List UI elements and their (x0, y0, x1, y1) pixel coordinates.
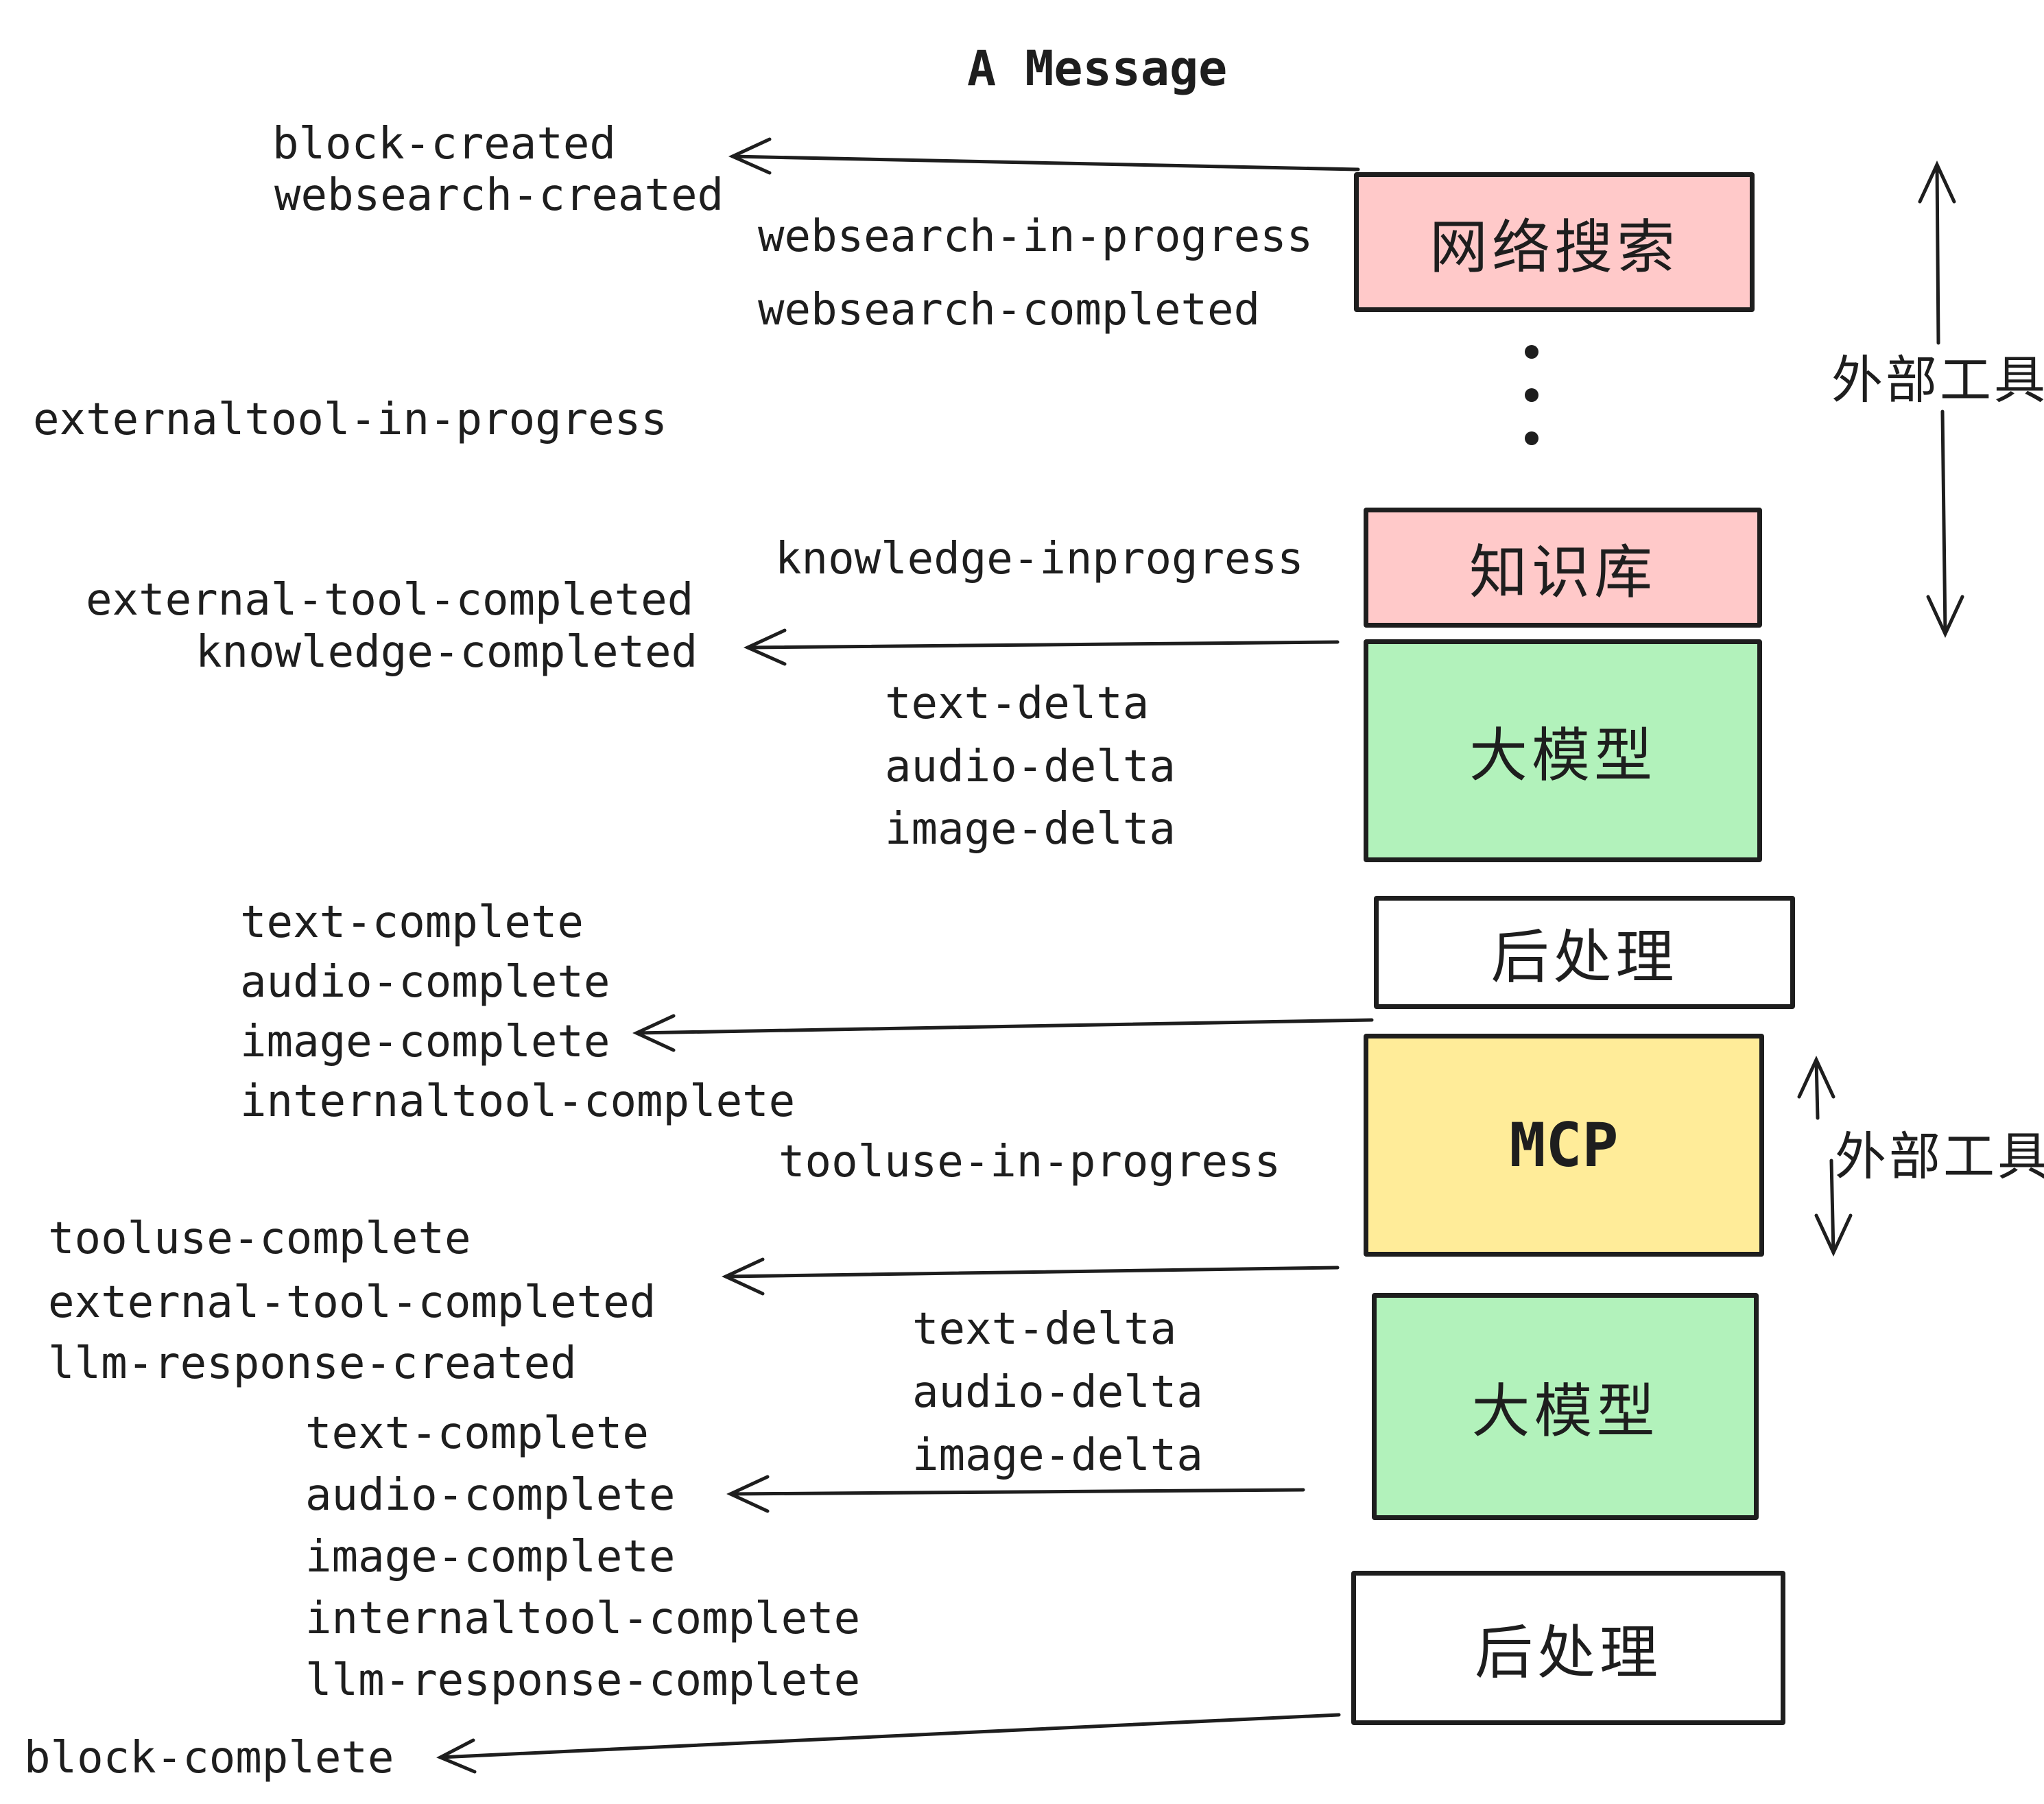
event-websearch-in-progress: websearch-in-progress (758, 211, 1314, 262)
event-audio-complete-1: audio-complete (240, 957, 610, 1008)
box-postprocess-1-label: 后处理 (1490, 924, 1678, 992)
event-knowledge-inprogress: knowledge-inprogress (775, 534, 1304, 584)
event-llm-response-created: llm-response-created (48, 1338, 577, 1389)
event-text-complete-2: text-complete (305, 1408, 649, 1459)
arrow-block-complete (436, 1713, 1341, 1774)
event-text-complete-1: text-complete (240, 897, 584, 948)
external-tools-arrow-down-2 (1814, 1159, 1853, 1257)
event-image-complete-1: image-complete (240, 1017, 610, 1067)
event-audio-delta-1: audio-delta (885, 741, 1176, 792)
event-websearch-created: websearch-created (274, 170, 724, 221)
event-audio-delta-2: audio-delta (912, 1367, 1203, 1418)
arrow-block-created (728, 137, 1360, 175)
external-tools-label-1: 外部工具 (1831, 350, 2044, 410)
event-tooluse-complete: tooluse-complete (48, 1213, 471, 1264)
box-llm-1: 大模型 (1364, 639, 1762, 862)
box-mcp-label: MCP (1509, 1110, 1619, 1180)
box-mcp: MCP (1364, 1034, 1764, 1257)
event-image-complete-2: image-complete (305, 1532, 676, 1582)
box-knowledge: 知识库 (1364, 508, 1762, 628)
box-websearch-label: 网络搜索 (1429, 213, 1679, 282)
arrow-knowledge-completed (743, 628, 1340, 666)
event-knowledge-completed: knowledge-completed (195, 627, 698, 678)
arrow-tooluse-complete (722, 1257, 1340, 1296)
box-llm-2: 大模型 (1372, 1293, 1759, 1520)
diagram-title: A Message (967, 40, 1228, 97)
event-image-delta-1: image-delta (885, 804, 1176, 855)
external-tools-arrow-up-1 (1918, 161, 1956, 345)
event-internaltool-complete-2: internaltool-complete (305, 1593, 861, 1644)
box-knowledge-label: 知识库 (1469, 539, 1656, 607)
event-internaltool-complete-1: internaltool-complete (240, 1076, 796, 1127)
event-externaltool-in-progress: externaltool-in-progress (33, 394, 667, 445)
event-audio-complete-2: audio-complete (305, 1470, 676, 1521)
event-image-delta-2: image-delta (912, 1430, 1203, 1481)
ellipsis-dots (1525, 345, 1538, 445)
event-websearch-completed: websearch-completed (758, 285, 1261, 335)
external-tools-arrow-up-2 (1797, 1056, 1835, 1120)
event-block-created: block-created (272, 119, 616, 169)
box-websearch: 网络搜索 (1354, 172, 1755, 312)
external-tools-label-2: 外部工具 (1835, 1126, 2044, 1187)
event-tooluse-in-progress: tooluse-in-progress (779, 1137, 1281, 1187)
arrow-audio-complete (726, 1475, 1305, 1513)
event-block-complete: block-complete (24, 1733, 394, 1783)
box-postprocess-1: 后处理 (1374, 896, 1795, 1009)
arrow-image-complete (632, 1014, 1374, 1052)
event-text-delta-1: text-delta (885, 678, 1150, 729)
box-postprocess-2: 后处理 (1351, 1571, 1785, 1725)
box-llm-1-label: 大模型 (1469, 722, 1656, 790)
event-text-delta-2: text-delta (912, 1304, 1177, 1355)
box-postprocess-2-label: 后处理 (1474, 1619, 1662, 1687)
event-external-tool-completed-1: external-tool-completed (86, 575, 694, 626)
box-llm-2-label: 大模型 (1471, 1378, 1659, 1446)
event-external-tool-completed-2: external-tool-completed (48, 1277, 656, 1328)
event-llm-response-complete: llm-response-complete (305, 1655, 861, 1706)
external-tools-arrow-down-1 (1926, 410, 1964, 638)
